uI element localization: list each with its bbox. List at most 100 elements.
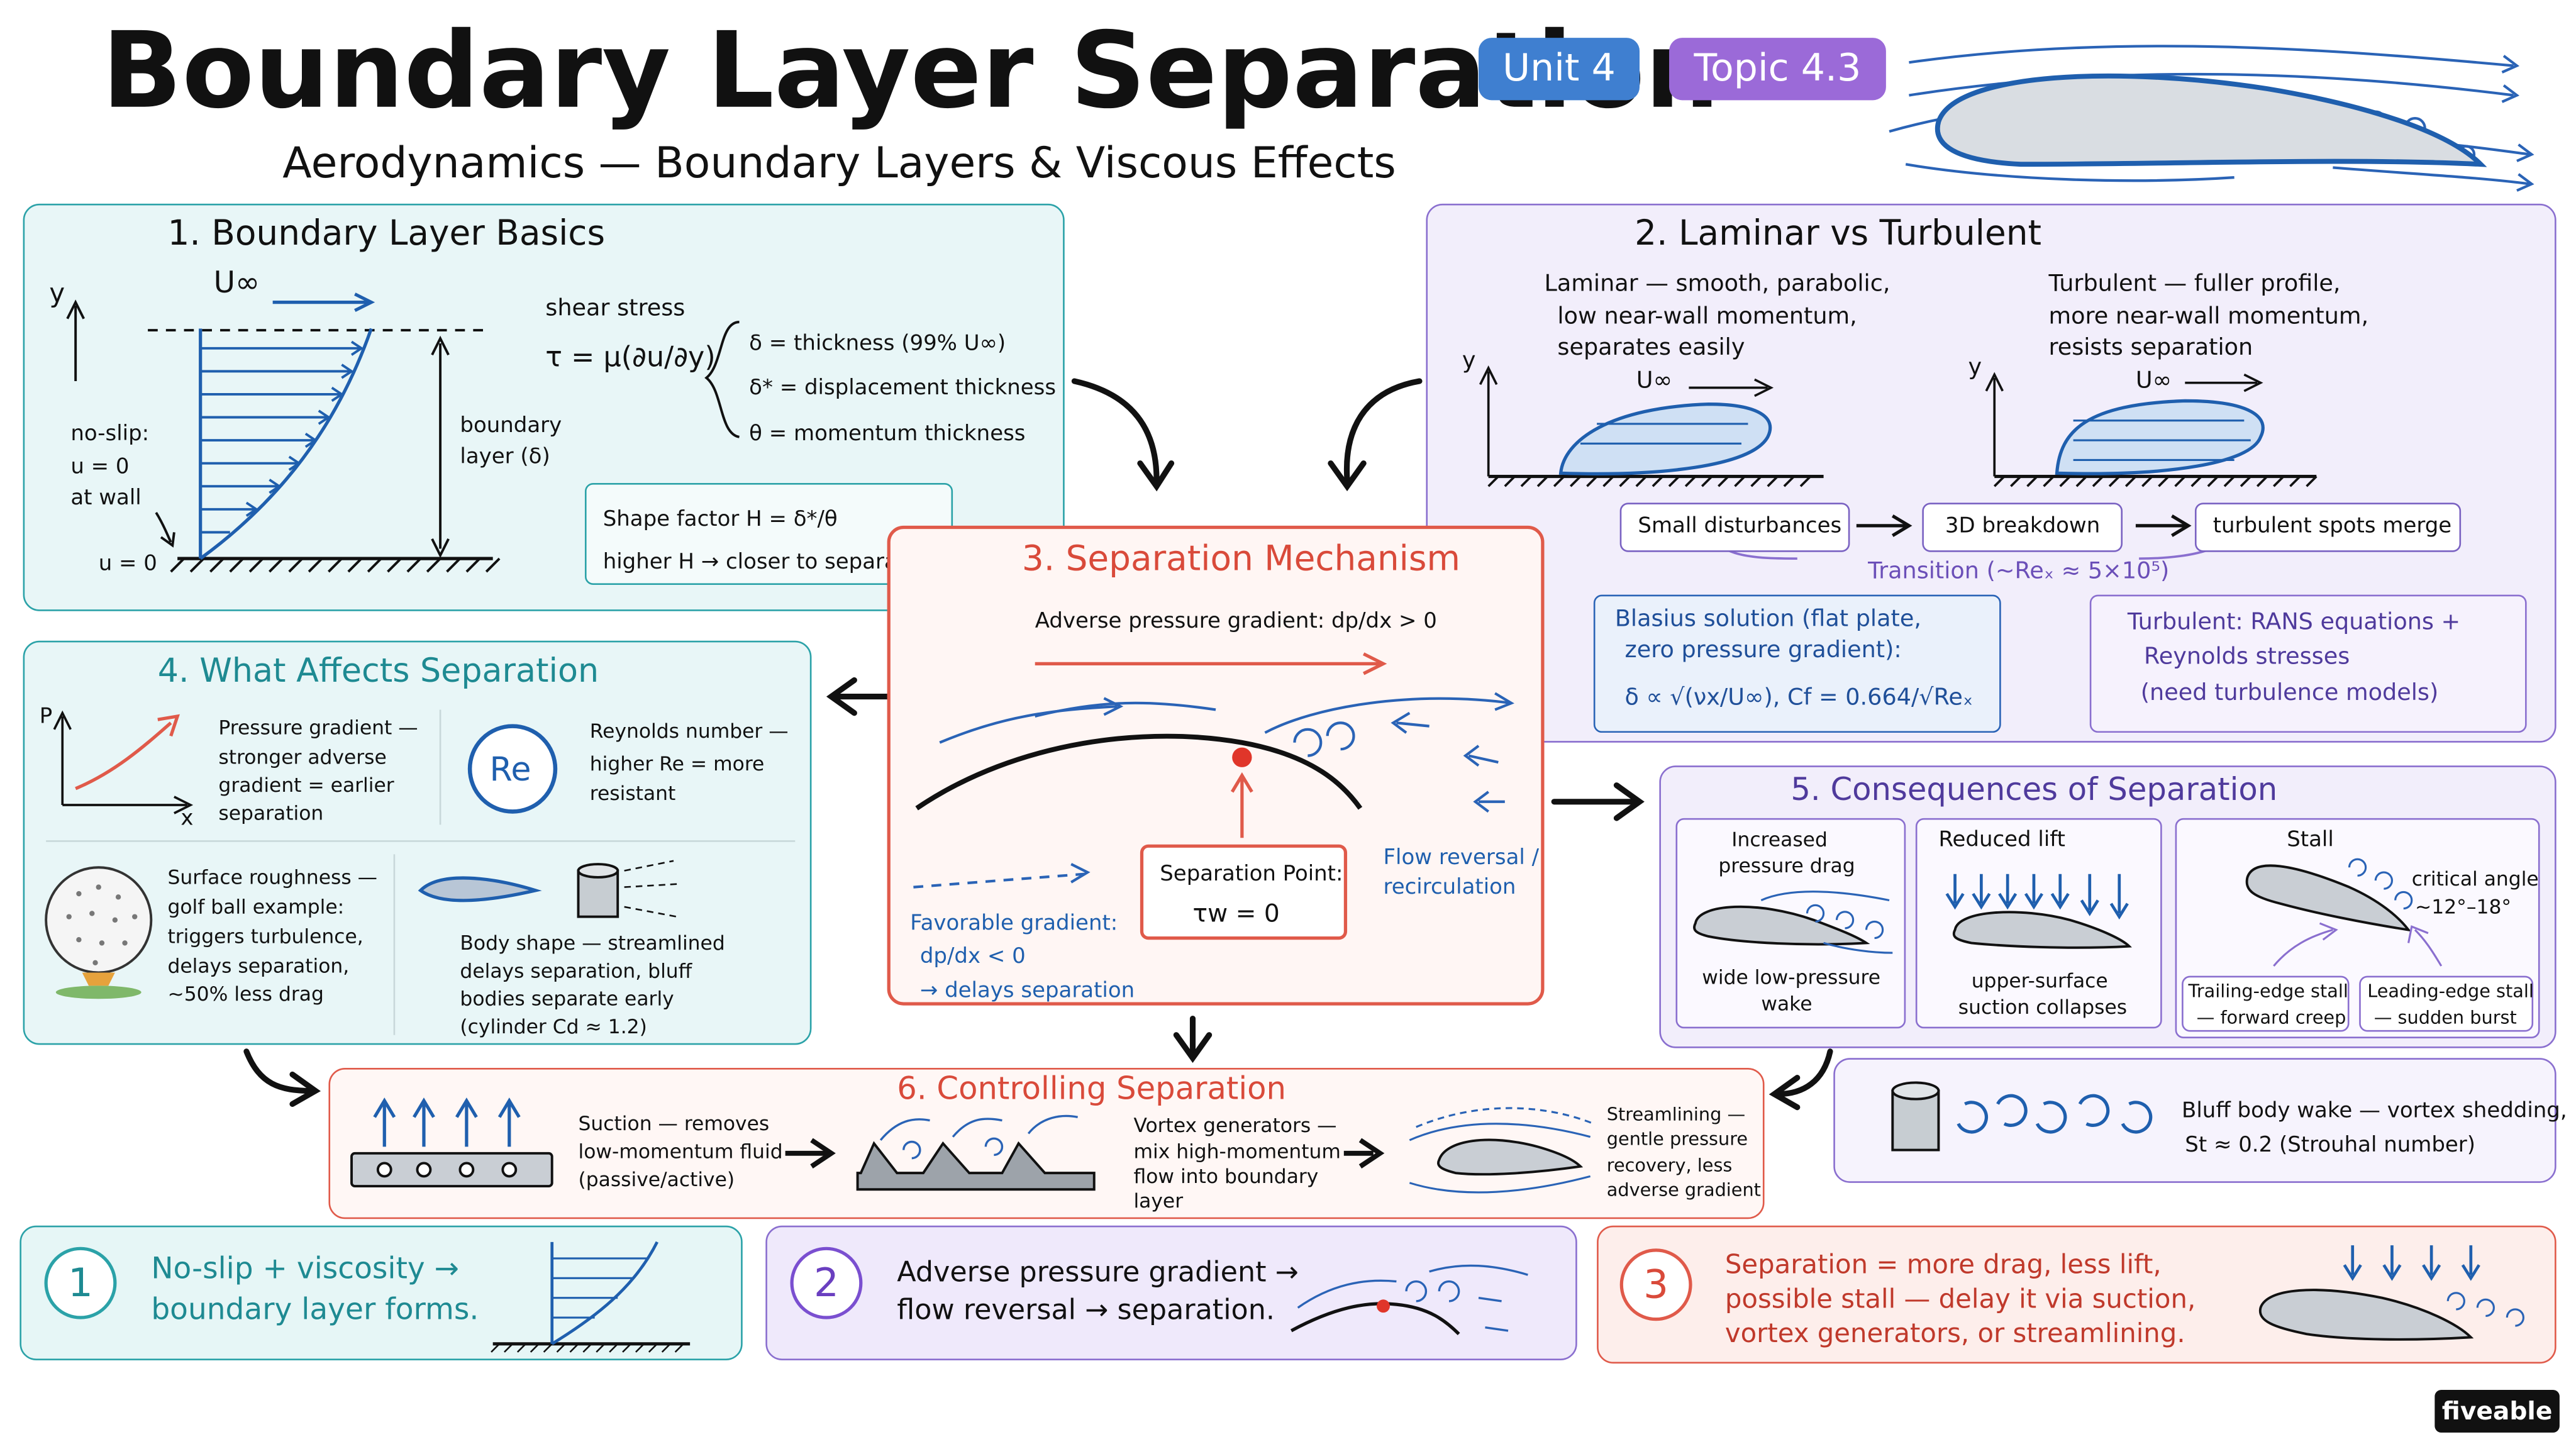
lift-note-2: suction collapses [1958,996,2128,1019]
sep-point-line1: Separation Point: [1160,862,1343,887]
drag-note-1: wide low-pressure [1702,966,1881,989]
panel4-title: 4. What Affects Separation [157,650,599,691]
bl-label-line1: boundary [460,414,562,439]
summary2-line2: flow reversal → separation. [897,1294,1275,1328]
shape-factor-note: higher H → closer to separation [602,550,938,575]
critical-angle-1: critical angle [2411,867,2539,891]
turbulent-line1: Turbulent — fuller profile, [2048,271,2341,297]
le-stall-box: Leading-edge stall — sudden burst [2359,975,2534,1032]
summary-box-2 [765,1225,1577,1360]
rough-text-4: delays separation, [167,954,350,978]
u-zero-label: u = 0 [98,552,157,577]
stream-text-2: gentle pressure [1606,1128,1748,1150]
x-axis-label: x [180,806,194,831]
vortex-text-4: layer [1133,1189,1184,1213]
favorable-line3: → delays separation [919,979,1135,1004]
reversal-line2: recirculation [1383,875,1516,901]
transition-label: Transition (~Reₓ ≈ 5×10⁵) [1868,558,2170,585]
pressure-text-4: separation [218,801,324,825]
p-axis-label: P [39,704,53,730]
def-displacement: δ* = displacement thickness [749,376,1057,401]
favorable-line1: Favorable gradient: [910,911,1118,936]
pressure-text-3: gradient = earlier [218,774,394,797]
panel3-title: 3. Separation Mechanism [1021,538,1460,579]
no-slip-line2: u = 0 [70,455,130,480]
lift-title: Reduced lift [1938,828,2065,853]
panel-what-affects-separation [23,640,812,1045]
turbulent-u-inf: U∞ [2135,368,2172,394]
adverse-gradient-label: Adverse pressure gradient: dp/dx > 0 [1035,609,1437,635]
critical-angle-2: ~12°–18° [2415,895,2512,919]
te-stall-1: Trailing-edge stall [2188,980,2348,1002]
panel2-title: 2. Laminar vs Turbulent [1635,213,2042,253]
bluff-wake-1: Bluff body wake — vortex shedding, [2182,1099,2567,1124]
shape-text-3: bodies separate early [460,987,674,1011]
def-momentum: θ = momentum thickness [749,422,1026,447]
vortex-text-1: Vortex generators — [1133,1114,1337,1137]
topic-tag: Topic 4.3 [1669,38,1886,101]
laminar-line3: separates easily [1557,335,1745,362]
drag-note-2: wake [1761,992,1813,1016]
pressure-text-2: stronger adverse [218,745,387,769]
re-text-1: Reynolds number — [589,719,789,743]
reversal-line1: Flow reversal / [1383,846,1540,871]
turbulent-line3: resists separation [2048,335,2253,362]
unit-tag: Unit 4 [1479,38,1640,101]
blasius-box: Blasius solution (flat plate, zero press… [1593,594,2001,733]
blasius-line2: zero pressure gradient): [1624,637,1902,664]
summary-number-3: 3 [1619,1248,1692,1321]
turbulent-line2: more near-wall momentum, [2048,304,2369,331]
y-axis-label: y [49,277,65,309]
rough-text-1: Surface roughness — [167,865,377,889]
laminar-line1: Laminar — smooth, parabolic, [1544,271,1890,297]
summary1-line2: boundary layer forms. [151,1292,479,1328]
summary3-line2: possible stall — delay it via suction, [1724,1283,2196,1314]
step-3d-breakdown: 3D breakdown [1922,502,2123,552]
def-thickness: δ = thickness (99% U∞) [749,331,1006,357]
summary3-line1: Separation = more drag, less lift, [1724,1248,2162,1280]
vortex-text-3: flow into boundary [1133,1165,1319,1188]
re-text-2: higher Re = more [589,752,765,775]
stream-text-3: recovery, less [1606,1155,1733,1177]
bluff-body-wake-box [1833,1058,2557,1183]
bl-label-line2: layer (δ) [460,445,550,470]
bluff-wake-2: St ≈ 0.2 (Strouhal number) [2185,1133,2475,1158]
rough-text-5: ~50% less drag [167,982,324,1006]
separation-point-box: Separation Point: τw = 0 [1140,844,1348,940]
blasius-line1: Blasius solution (flat plate, [1614,606,1921,633]
rough-text-3: triggers turbulence, [167,924,364,948]
panel6-title: 6. Controlling Separation [897,1071,1287,1108]
rans-line2: Reynolds stresses [2143,644,2350,670]
summary2-line1: Adverse pressure gradient → [897,1257,1299,1290]
fiveable-logo: fiveable [2434,1389,2560,1433]
te-stall-2: — forward creep [2196,1007,2346,1029]
blasius-line3: δ ∝ √(νx/U∞), Cf = 0.664/√Reₓ [1624,685,1974,712]
page-title: Boundary Layer Separation [101,11,1720,133]
laminar-line2: low near-wall momentum, [1557,304,1857,331]
shape-factor-formula: Shape factor H = δ*/θ [602,508,838,533]
vortex-text-2: mix high-momentum [1133,1140,1341,1163]
suction-text-3: (passive/active) [578,1168,735,1191]
shape-text-1: Body shape — streamlined [460,931,725,955]
le-stall-1: Leading-edge stall [2367,980,2534,1002]
le-stall-2: — sudden burst [2373,1007,2517,1029]
te-stall-box: Trailing-edge stall — forward creep [2182,975,2350,1032]
no-slip-line1: no-slip: [70,422,150,447]
re-text-3: resistant [589,782,676,805]
pressure-text-1: Pressure gradient — [218,716,418,740]
rans-line1: Turbulent: RANS equations + [2127,609,2461,636]
no-slip-line3: at wall [70,486,142,511]
lift-note-1: upper-surface [1971,969,2108,992]
panel5-title: 5. Consequences of Separation [1790,772,2278,809]
drag-title-2: pressure drag [1718,854,1855,877]
shear-stress-formula: τ = μ(∂u/∂y) [545,341,716,375]
stream-text-4: adverse gradient [1606,1179,1761,1201]
